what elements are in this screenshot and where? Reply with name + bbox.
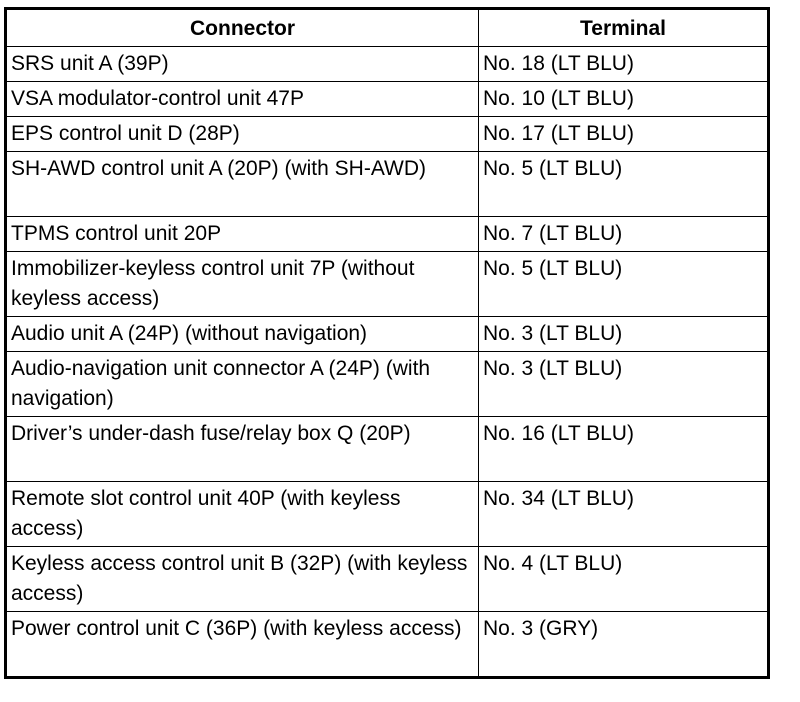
connector-cell: SH-AWD control unit A (20P) (with SH-AWD… bbox=[5, 151, 479, 217]
table-row: Remote slot control unit 40P (with keyle… bbox=[5, 481, 769, 547]
table-row: Immobilizer-keyless control unit 7P (wit… bbox=[5, 251, 769, 317]
table-row: Audio unit A (24P) (without navigation) … bbox=[5, 316, 769, 352]
terminal-cell: No. 5 (LT BLU) bbox=[478, 151, 769, 217]
connector-cell: SRS unit A (39P) bbox=[5, 46, 479, 82]
terminal-cell: No. 7 (LT BLU) bbox=[478, 216, 769, 252]
connector-cell: TPMS control unit 20P bbox=[5, 216, 479, 252]
column-header-connector: Connector bbox=[5, 8, 479, 47]
connector-cell: Keyless access control unit B (32P) (wit… bbox=[5, 546, 479, 612]
connector-cell: Immobilizer-keyless control unit 7P (wit… bbox=[5, 251, 479, 317]
connector-terminal-table: Connector Terminal SRS unit A (39P) No. … bbox=[4, 7, 770, 679]
header-row: Connector Terminal bbox=[5, 8, 769, 47]
connector-cell: EPS control unit D (28P) bbox=[5, 116, 479, 152]
table-row: Driver’s under-dash fuse/relay box Q (20… bbox=[5, 416, 769, 482]
terminal-cell: No. 16 (LT BLU) bbox=[478, 416, 769, 482]
terminal-cell: No. 5 (LT BLU) bbox=[478, 251, 769, 317]
table-header: Connector Terminal bbox=[5, 8, 769, 47]
table-row: SH-AWD control unit A (20P) (with SH-AWD… bbox=[5, 151, 769, 217]
table-row: EPS control unit D (28P) No. 17 (LT BLU) bbox=[5, 116, 769, 152]
table-row: TPMS control unit 20P No. 7 (LT BLU) bbox=[5, 216, 769, 252]
column-header-terminal: Terminal bbox=[478, 8, 769, 47]
terminal-cell: No. 10 (LT BLU) bbox=[478, 81, 769, 117]
terminal-cell: No. 3 (GRY) bbox=[478, 611, 769, 678]
terminal-cell: No. 3 (LT BLU) bbox=[478, 316, 769, 352]
table-body: SRS unit A (39P) No. 18 (LT BLU) VSA mod… bbox=[5, 46, 769, 678]
connector-cell: Remote slot control unit 40P (with keyle… bbox=[5, 481, 479, 547]
table-row: Keyless access control unit B (32P) (wit… bbox=[5, 546, 769, 612]
table-row: VSA modulator-control unit 47P No. 10 (L… bbox=[5, 81, 769, 117]
connector-cell: Audio unit A (24P) (without navigation) bbox=[5, 316, 479, 352]
connector-cell: VSA modulator-control unit 47P bbox=[5, 81, 479, 117]
connector-cell: Power control unit C (36P) (with keyless… bbox=[5, 611, 479, 678]
terminal-cell: No. 34 (LT BLU) bbox=[478, 481, 769, 547]
terminal-cell: No. 4 (LT BLU) bbox=[478, 546, 769, 612]
terminal-cell: No. 17 (LT BLU) bbox=[478, 116, 769, 152]
table-row: Audio-navigation unit connector A (24P) … bbox=[5, 351, 769, 417]
table-row: Power control unit C (36P) (with keyless… bbox=[5, 611, 769, 678]
connector-cell: Driver’s under-dash fuse/relay box Q (20… bbox=[5, 416, 479, 482]
terminal-cell: No. 3 (LT BLU) bbox=[478, 351, 769, 417]
terminal-cell: No. 18 (LT BLU) bbox=[478, 46, 769, 82]
connector-cell: Audio-navigation unit connector A (24P) … bbox=[5, 351, 479, 417]
table-row: SRS unit A (39P) No. 18 (LT BLU) bbox=[5, 46, 769, 82]
